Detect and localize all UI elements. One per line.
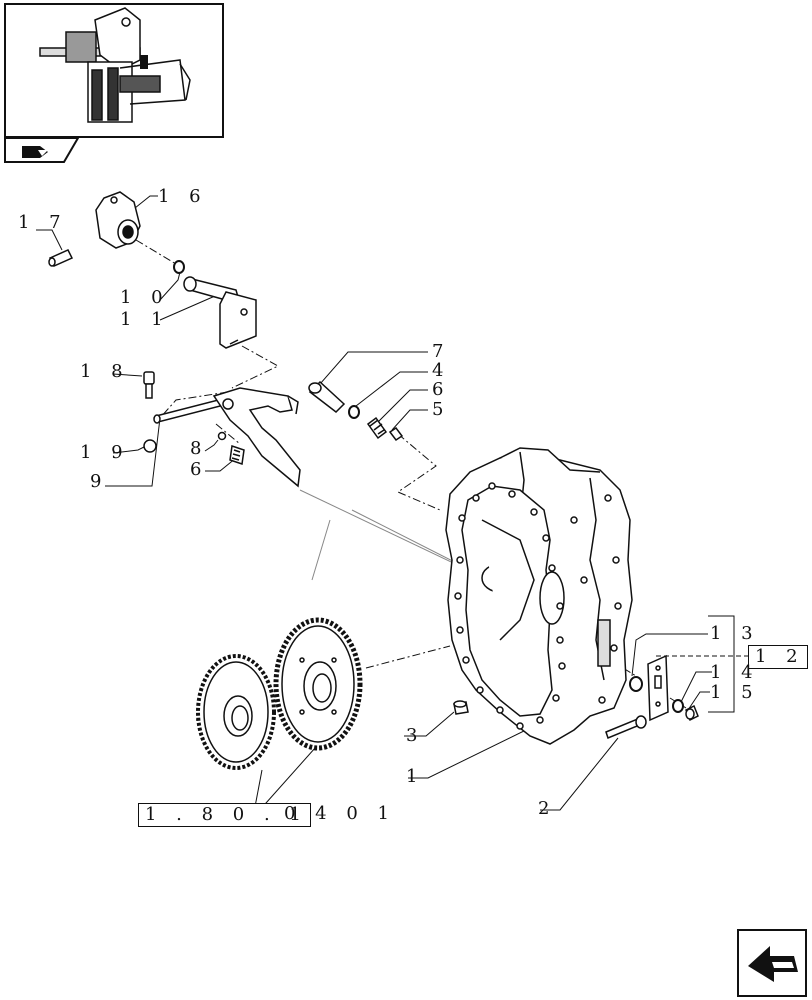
part-10-o-ring — [173, 260, 185, 274]
part-7-plunger — [308, 380, 346, 413]
gear-front — [196, 654, 276, 770]
callout-2: 2 — [538, 798, 557, 819]
callout-15: 1 5 — [710, 682, 760, 703]
callout-8: 8 — [190, 438, 209, 459]
shift-fork — [212, 387, 301, 488]
callout-11: 1 1 — [120, 309, 170, 330]
callout-14: 1 4 — [710, 662, 760, 683]
part-17-pin — [48, 249, 74, 267]
callout-3: 3 — [406, 725, 425, 746]
part-6-spring-upper — [366, 416, 388, 440]
callout-4: 4 — [432, 360, 451, 381]
part-19-nut — [143, 439, 157, 453]
part-11-shift-arm — [183, 276, 257, 349]
part-5-pin — [388, 426, 404, 442]
part-14-washer — [672, 699, 684, 713]
callout-12: 1 2 — [748, 645, 808, 669]
reference-suffix: 0 4 0 1 — [284, 803, 396, 824]
callout-10: 1 0 — [120, 287, 170, 308]
callout-17: 1 7 — [18, 212, 68, 233]
part-15-screw — [685, 704, 699, 722]
callout-6-lower: 6 — [190, 459, 209, 480]
callout-1: 1 — [406, 766, 425, 787]
part-2-bolt — [605, 715, 647, 739]
part-6-spring-lower — [229, 445, 245, 465]
callout-5: 5 — [432, 399, 451, 420]
part-13-seal — [629, 676, 643, 692]
callout-19: 1 9 — [80, 442, 130, 463]
callout-13: 1 3 — [710, 623, 760, 644]
part-18-bolt — [143, 371, 155, 399]
part-1-housing — [445, 447, 633, 745]
next-page-arrow-icon[interactable] — [737, 929, 807, 997]
part-16-bracket — [95, 191, 141, 249]
part-12-plate — [647, 654, 669, 722]
callout-9: 9 — [90, 471, 109, 492]
thumbnail-view[interactable] — [4, 3, 224, 138]
part-9-rod — [153, 397, 229, 424]
previous-page-arrow-icon[interactable] — [4, 137, 80, 163]
callout-16: 1 6 — [158, 186, 208, 207]
part-4-washer — [348, 405, 360, 419]
part-8-ball — [217, 431, 227, 441]
part-3-plug — [453, 700, 469, 715]
callout-18: 1 8 — [80, 361, 130, 382]
gear-rear — [273, 617, 363, 751]
callout-7: 7 — [432, 341, 451, 362]
callout-6-upper: 6 — [432, 379, 451, 400]
reference-link-box[interactable]: 1 . 8 0 . 1 — [138, 803, 311, 827]
